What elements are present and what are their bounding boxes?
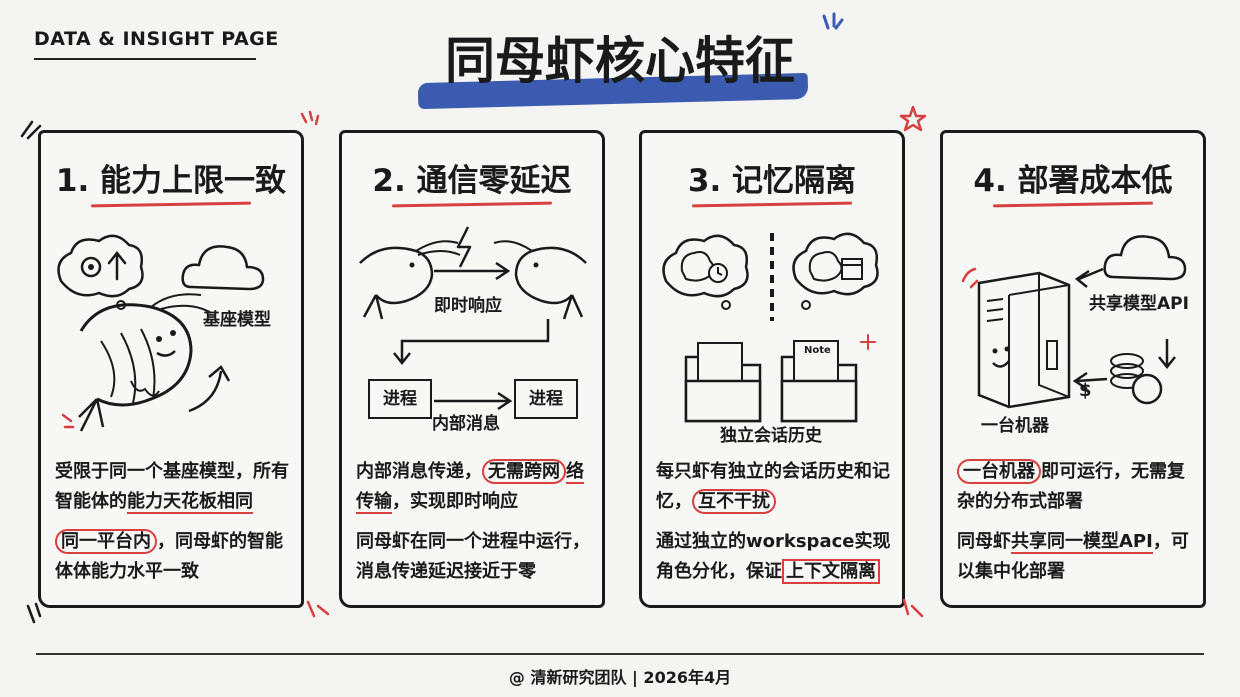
dollar-icon: $ — [1079, 380, 1092, 401]
card-paragraph-1: 内部消息传递，无需跨网络传输，实现即时响应 — [356, 459, 584, 514]
illus-label: 基座模型 — [203, 310, 271, 330]
card-title-underline — [691, 201, 853, 208]
illus-label: 共享模型API — [1089, 294, 1189, 314]
card-title: 1. 能力上限一致 — [55, 163, 287, 199]
sparkle-icon — [300, 110, 320, 126]
card-title-underline — [992, 201, 1154, 208]
sparkle-icon — [26, 602, 42, 624]
card-title: 4. 部署成本低 — [973, 163, 1173, 199]
card-title: 2. 通信零延迟 — [372, 163, 572, 199]
shrimp-communication-illustration — [359, 226, 587, 411]
highlight-circle: 同一平台内 — [55, 529, 157, 554]
card-title: 3. 记忆隔离 — [687, 163, 857, 199]
shrimp-illustration — [57, 234, 265, 432]
page-label: DATA & INSIGHT PAGE — [34, 28, 279, 50]
illus-label: 即时响应 — [434, 296, 502, 316]
sparkle-icon — [822, 12, 844, 30]
memory-isolation-illustration — [662, 232, 879, 423]
process-box: 进程 — [368, 379, 432, 419]
card-deployment: 4. 部署成本低 $ 共享模型API 一台机器 一台机器即可运行，无需复杂的分布… — [940, 130, 1206, 608]
process-box: 进程 — [514, 379, 578, 419]
card-paragraph-2: 同一平台内，同母虾的智能体体能力水平一致 — [55, 529, 283, 582]
server-illustration — [961, 235, 1187, 409]
sparkle-icon — [306, 600, 330, 618]
highlight-circle: 一台机器 — [957, 459, 1041, 484]
highlight-box: 上下文隔离 — [782, 559, 880, 584]
illus-label: 独立会话历史 — [720, 426, 822, 446]
illus-label: 一台机器 — [981, 416, 1049, 436]
card-capability: 1. 能力上限一致 基座模型 受限于同一个基座模型，所有智能体的能力天花板相同 … — [38, 130, 304, 608]
highlight-circle: 无需跨网 — [482, 459, 566, 484]
card-communication: 2. 通信零延迟 即时响应 进程 进程 内部消息 内部消息传递，无需跨网络传输，… — [339, 130, 605, 608]
highlight-underline: 共享同一模型API — [1011, 531, 1153, 554]
card-paragraph-2: 通过独立的workspace实现角色分化，保证上下文隔离 — [656, 531, 891, 584]
card-paragraph-2: 同母虾在同一个进程中运行，消息传递延迟接近于零 — [356, 531, 590, 582]
highlight-underline: 络传输 — [356, 461, 584, 514]
footer-divider — [36, 653, 1204, 655]
sparkle-icon — [20, 120, 42, 140]
highlight-underline: 能力天花板相同 — [127, 491, 253, 514]
highlight-circle: 互不干扰 — [692, 489, 776, 514]
card-paragraph-2: 同母虾共享同一模型API，可以集中化部署 — [957, 531, 1189, 582]
page-title: 同母虾核心特征 — [445, 32, 795, 90]
card-memory: 3. 记忆隔离 Note 独立会话历史 每只虾有独立的会话历史和记忆，互不干扰 … — [639, 130, 905, 608]
illus-label: 内部消息 — [432, 414, 500, 434]
page-label-underline — [34, 58, 256, 60]
star-icon — [899, 105, 927, 132]
note-label: Note — [804, 345, 831, 356]
sparkle-icon — [902, 598, 924, 618]
card-paragraph-1: 一台机器即可运行，无需复杂的分布式部署 — [957, 459, 1185, 512]
card-title-underline — [391, 201, 553, 208]
card-paragraph-1: 每只虾有独立的会话历史和记忆，互不干扰 — [656, 461, 890, 514]
title-block: 同母虾核心特征 — [400, 26, 840, 110]
card-paragraph-1: 受限于同一个基座模型，所有智能体的能力天花板相同 — [55, 461, 289, 514]
card-title-underline — [90, 201, 252, 208]
footer-credit: @ 清新研究团队 | 2026年4月 — [508, 668, 732, 687]
